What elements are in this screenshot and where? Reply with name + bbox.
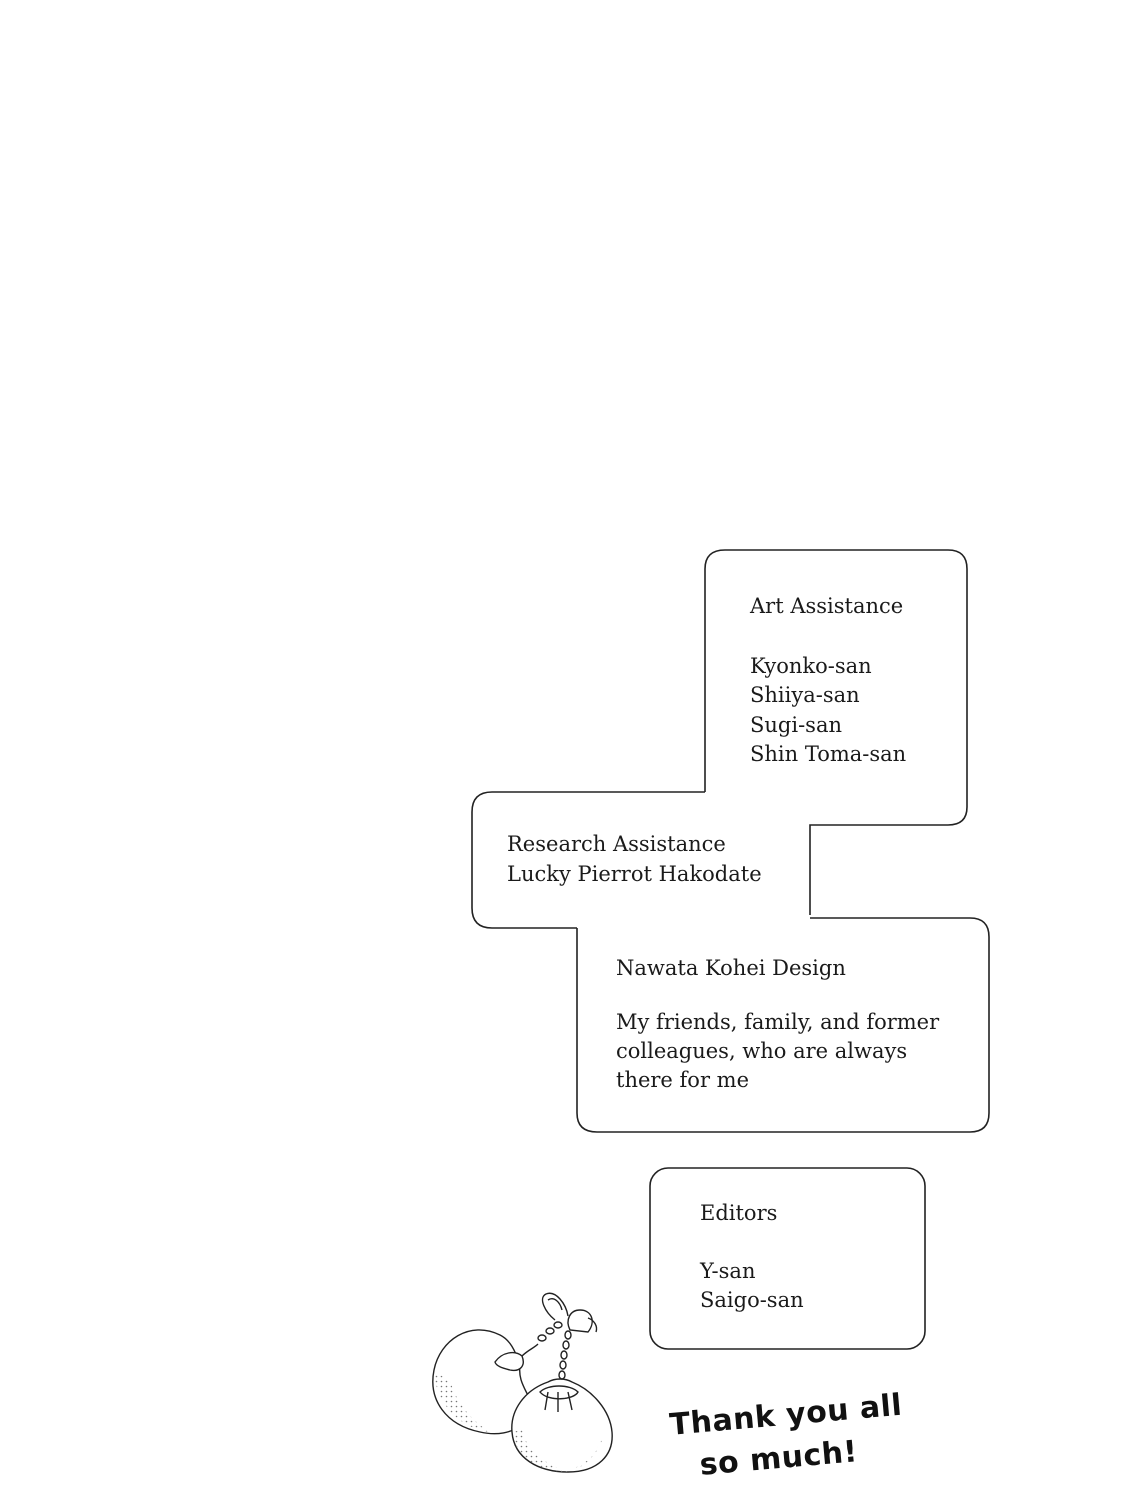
dedication-line: colleagues, who are always [616, 1039, 908, 1063]
art-assistant-name: Shiiya-san [750, 683, 860, 707]
dumpling-charms-illustration [432, 1292, 613, 1473]
art-assistant-name: Shin Toma-san [750, 742, 907, 766]
art-assistance-heading: Art Assistance [750, 594, 904, 618]
editor-name: Saigo-san [700, 1288, 804, 1312]
research-assistance-frame [471, 791, 705, 929]
design-credit-frame [576, 917, 990, 1133]
art-assistant-name: Kyonko-san [750, 654, 872, 678]
design-credit-heading: Nawata Kohei Design [616, 956, 846, 980]
art-assistant-name: Sugi-san [750, 713, 842, 737]
research-assistance-heading: Research Assistance [507, 832, 726, 856]
dedication-line: My friends, family, and former [616, 1010, 940, 1034]
research-assistant-name: Lucky Pierrot Hakodate [507, 862, 762, 886]
editors-heading: Editors [700, 1201, 778, 1225]
dedication-line: there for me [616, 1068, 750, 1092]
editors-frame [649, 1167, 926, 1350]
art-assistance-frame [725, 549, 968, 915]
editor-name: Y-san [700, 1259, 756, 1283]
